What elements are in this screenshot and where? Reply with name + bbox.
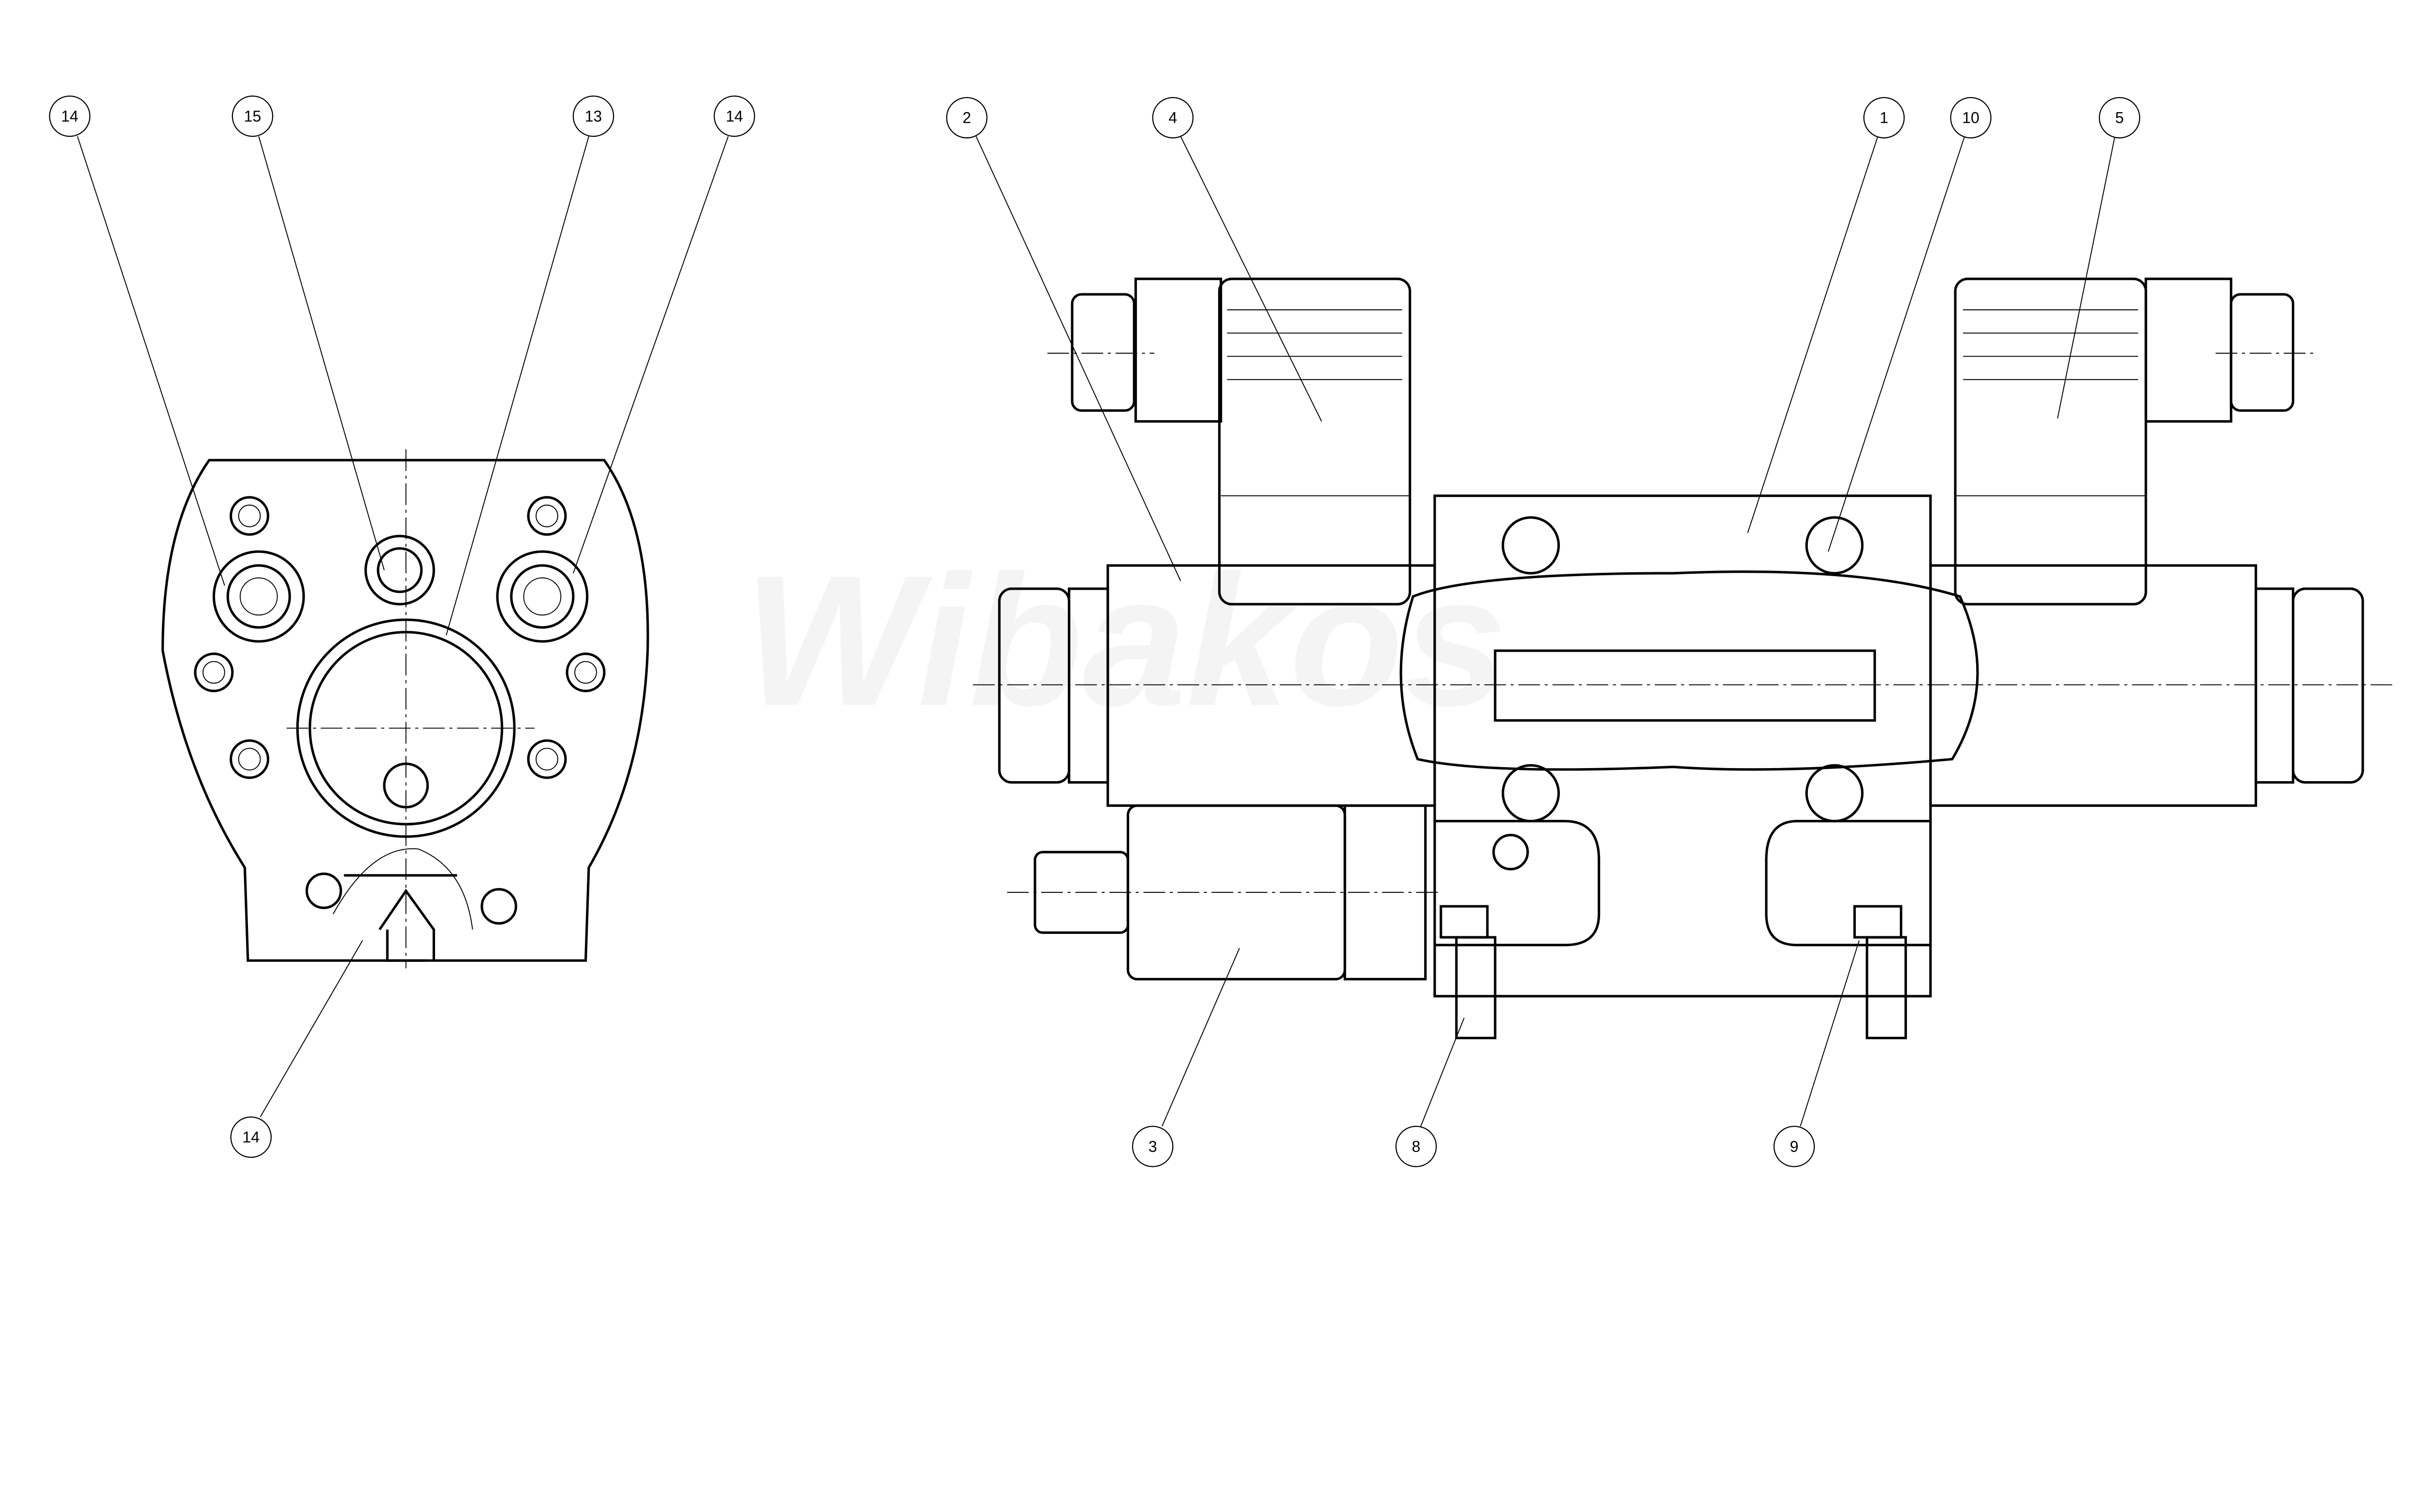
leader-lines: [77, 136, 2115, 1127]
balloon-label: 9: [1790, 1138, 1799, 1155]
balloon-4: 4: [1152, 97, 1194, 139]
balloon-label: 1: [1880, 109, 1889, 127]
side-view: [161, 449, 649, 969]
balloon-1: 1: [1863, 97, 1905, 139]
balloon-10: 10: [1950, 97, 1992, 139]
balloon-label: 4: [1168, 109, 1177, 127]
front-view: [973, 277, 2394, 1039]
balloon-14-b: 14: [713, 95, 756, 137]
balloon-label: 5: [2115, 109, 2124, 127]
balloon-label: 2: [962, 109, 971, 127]
balloon-label: 10: [1962, 109, 1980, 127]
watermark: Wibakos: [743, 537, 1506, 744]
balloon-label: 15: [244, 107, 262, 125]
technical-drawing: Wibakos 14: [49, 95, 2394, 1167]
balloon-5: 5: [2098, 97, 2140, 139]
balloon-label: 14: [61, 107, 78, 125]
balloon-label: 8: [1412, 1138, 1421, 1155]
balloon-label: 3: [1149, 1138, 1157, 1155]
drawing-canvas: Wibakos 14: [49, 95, 2394, 1167]
balloon-label: 14: [726, 107, 743, 125]
balloon-13: 13: [572, 95, 614, 137]
balloon-15: 15: [232, 95, 274, 137]
balloon-8: 8: [1395, 1125, 1437, 1167]
balloon-3: 3: [1132, 1125, 1174, 1167]
balloon-9: 9: [1773, 1125, 1815, 1167]
balloon-14-c: 14: [230, 1116, 272, 1158]
balloon-label: 14: [242, 1129, 260, 1146]
balloon-14-a: 14: [49, 95, 91, 137]
balloon-2: 2: [946, 97, 988, 139]
balloon-label: 13: [585, 107, 602, 125]
